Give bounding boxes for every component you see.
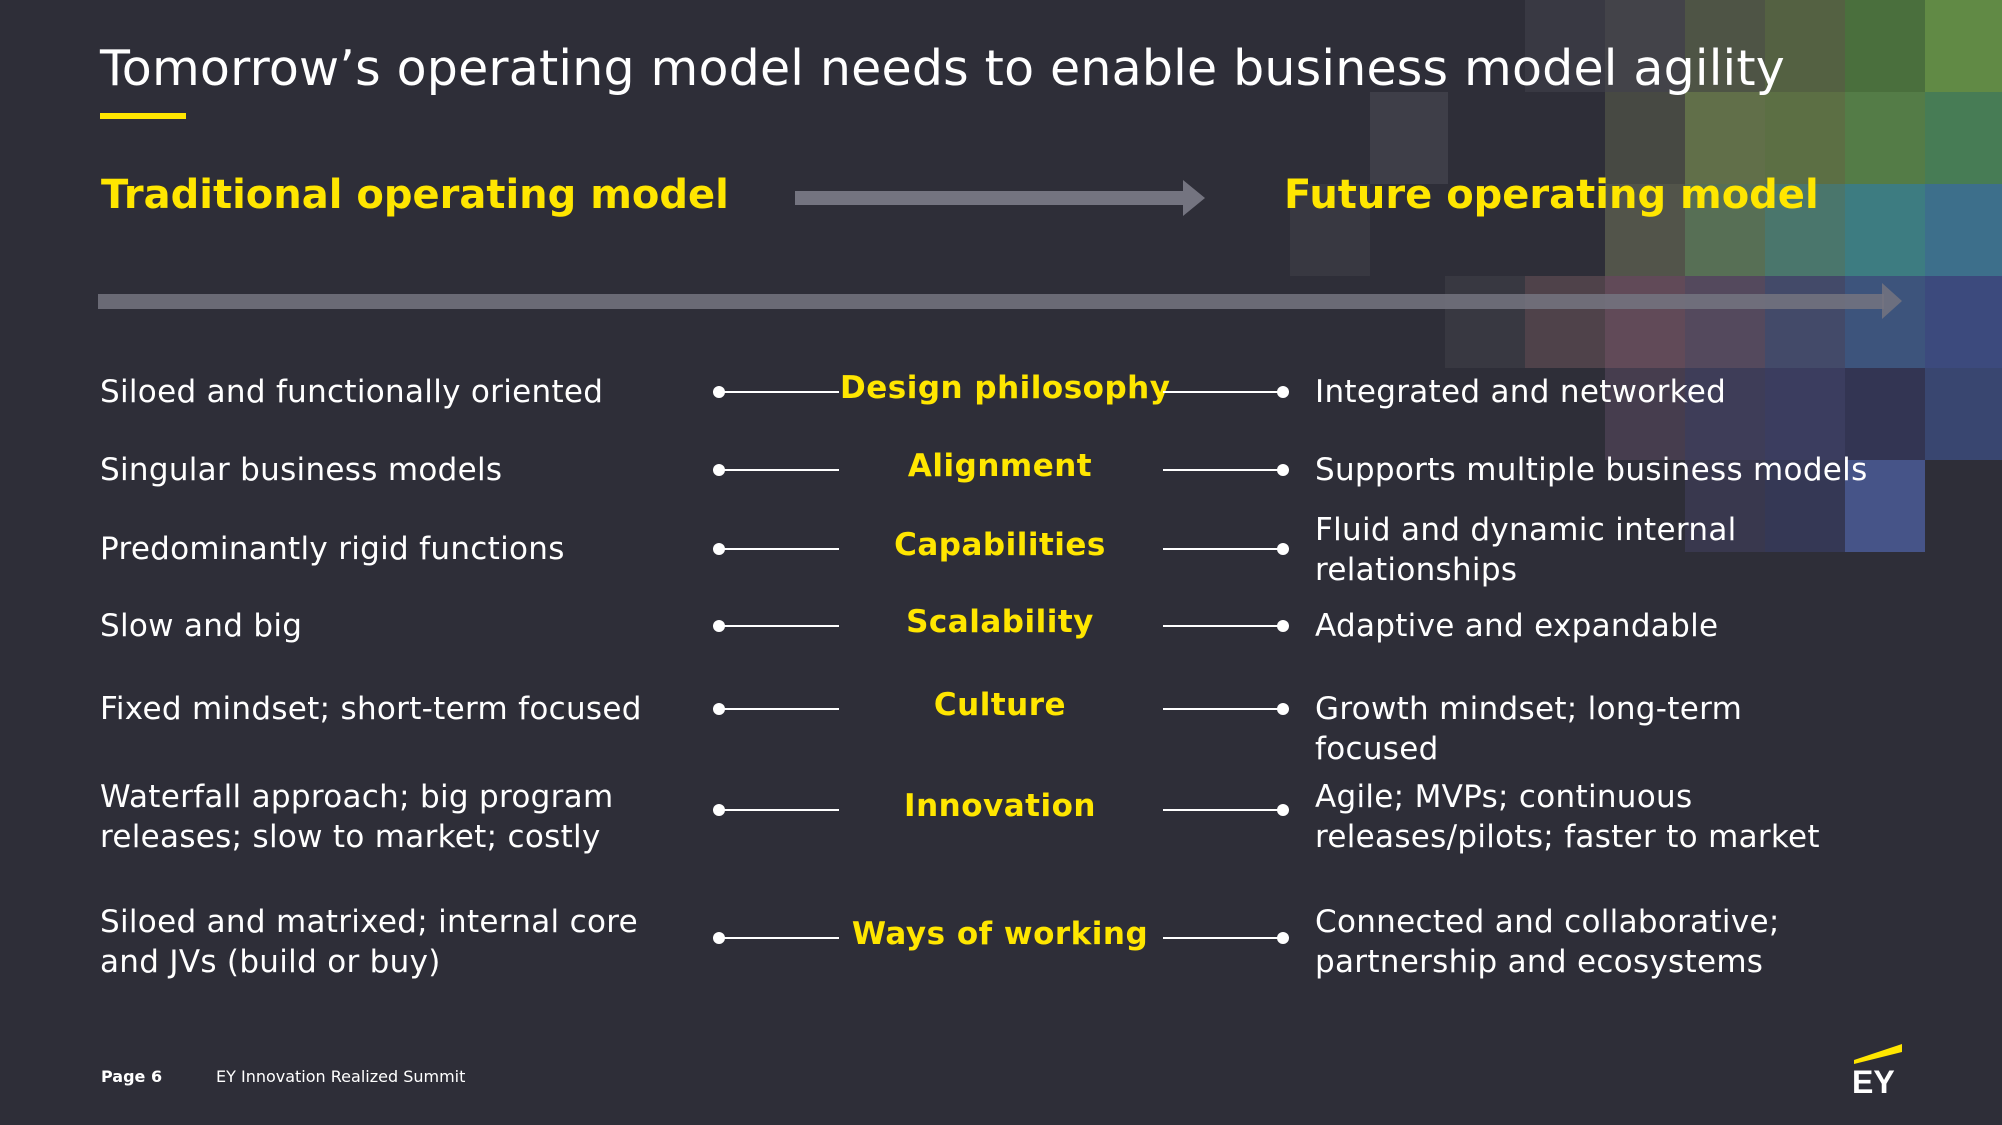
connector-line-left — [719, 809, 839, 811]
mosaic-tile — [1925, 276, 2002, 368]
connector-dot-right — [1277, 386, 1289, 398]
connector-line-right — [1163, 625, 1281, 627]
dimension-label: Innovation — [904, 788, 1096, 824]
mosaic-tile — [1605, 92, 1685, 184]
connector-line-right — [1163, 937, 1281, 939]
mosaic-tile — [1370, 92, 1448, 184]
connector-line-left — [719, 469, 839, 471]
connector-line-right — [1163, 391, 1281, 393]
connector-line-left — [719, 937, 839, 939]
mosaic-tile — [1925, 92, 2002, 184]
traditional-trait: Siloed and matrixed; internal core and J… — [100, 904, 638, 980]
connector-dot-right — [1277, 703, 1289, 715]
connector-line-right — [1163, 708, 1281, 710]
mosaic-tile — [1685, 92, 1765, 184]
mosaic-tile — [1845, 92, 1925, 184]
mosaic-tile — [1925, 184, 2002, 276]
future-trait: Adaptive and expandable — [1315, 608, 1719, 644]
future-trait: Supports multiple business models — [1315, 452, 1868, 488]
future-trait: Integrated and networked — [1315, 374, 1727, 410]
traditional-heading: Traditional operating model — [101, 172, 729, 218]
connector-line-left — [719, 548, 839, 550]
mosaic-tile — [1845, 0, 1925, 92]
connector-dot-right — [1277, 620, 1289, 632]
connector-dot-right — [1277, 464, 1289, 476]
future-trait: Growth mindset; long-term focused — [1315, 691, 1743, 767]
connector-line-left — [719, 625, 839, 627]
future-heading: Future operating model — [1284, 172, 1819, 218]
connector-line-right — [1163, 469, 1281, 471]
mosaic-tile — [1925, 368, 2002, 460]
connector-line-right — [1163, 548, 1281, 550]
future-trait: Agile; MVPs; continuous releases/pilots;… — [1315, 779, 1820, 855]
dimension-label: Alignment — [907, 448, 1093, 484]
dimension-label: Scalability — [906, 604, 1094, 640]
dimension-label: Capabilities — [894, 527, 1106, 563]
traditional-trait: Siloed and functionally oriented — [100, 374, 604, 410]
dimension-label: Culture — [933, 687, 1067, 723]
traditional-trait: Singular business models — [100, 452, 503, 488]
traditional-trait: Waterfall approach; big program releases… — [100, 779, 614, 855]
traditional-trait: Fixed mindset; short-term focused — [100, 691, 642, 727]
future-trait: Fluid and dynamic internal relationships — [1315, 512, 1737, 588]
mosaic-tile — [1765, 92, 1845, 184]
title-underline — [100, 113, 186, 119]
traditional-trait: Predominantly rigid functions — [100, 531, 565, 567]
traditional-trait: Slow and big — [100, 608, 303, 644]
future-trait: Connected and collaborative; partnership… — [1315, 904, 1780, 980]
slide-title: Tomorrow’s operating model needs to enab… — [100, 40, 1785, 97]
mosaic-tile — [1845, 184, 1925, 276]
connector-line-left — [719, 391, 839, 393]
event-name: EY Innovation Realized Summit — [216, 1067, 466, 1086]
connector-dot-right — [1277, 932, 1289, 944]
connector-line-right — [1163, 809, 1281, 811]
connector-dot-right — [1277, 804, 1289, 816]
mosaic-tile — [1925, 0, 2002, 92]
ey-logo: EY — [1852, 1044, 1902, 1096]
header-arrow-icon — [795, 180, 1205, 216]
dimension-label: Design philosophy — [840, 370, 1171, 406]
svg-text:EY: EY — [1852, 1064, 1895, 1096]
dimension-label: Ways of working — [851, 916, 1149, 952]
timeline-arrow-icon — [98, 283, 1902, 319]
connector-line-left — [719, 708, 839, 710]
connector-dot-right — [1277, 543, 1289, 555]
page-number: Page 6 — [101, 1067, 163, 1086]
